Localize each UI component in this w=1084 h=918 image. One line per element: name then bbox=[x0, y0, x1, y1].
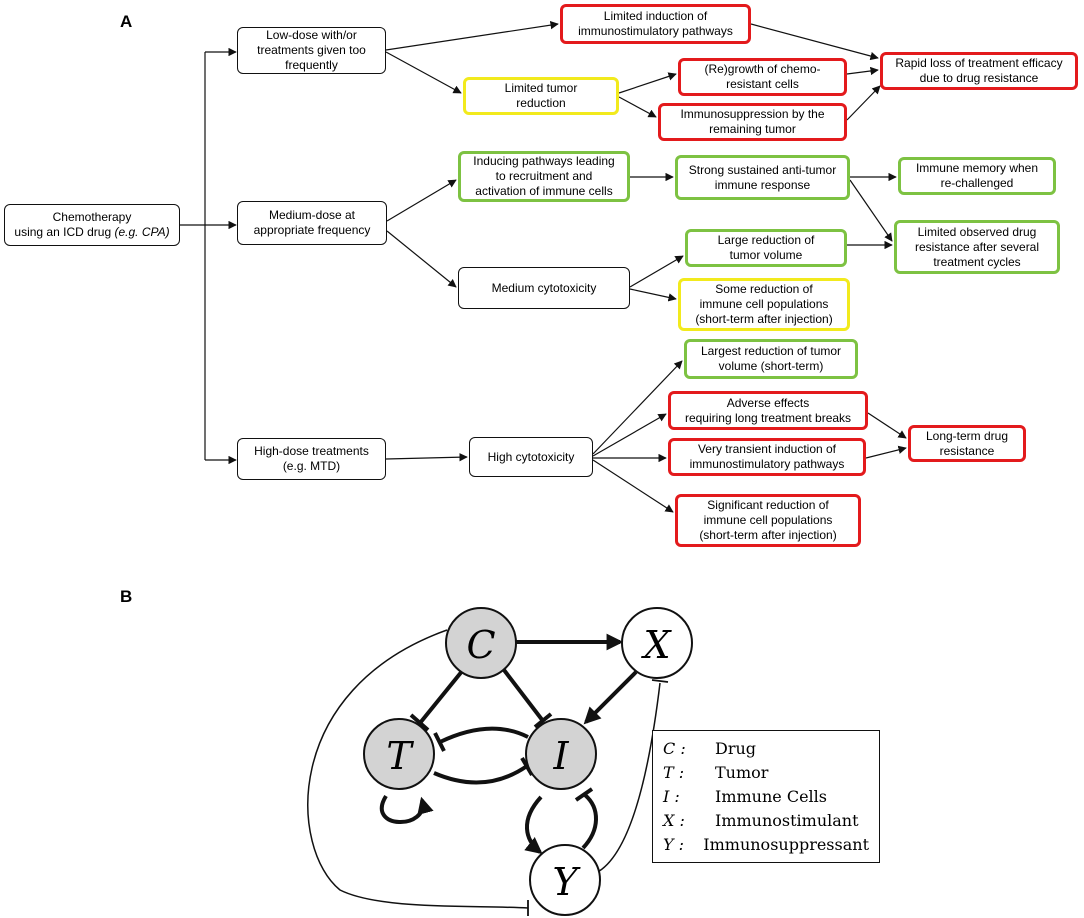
node-y bbox=[529, 844, 601, 916]
edge-strong-limited bbox=[849, 179, 893, 242]
medium-dose-box: Medium-dose at appropriate frequency bbox=[237, 201, 387, 245]
medium-cytotoxicity-box: Medium cytotoxicity bbox=[458, 267, 630, 309]
edge-c-inhibit-i bbox=[502, 668, 545, 723]
edge-c-inhibit-y bbox=[307, 629, 529, 909]
low-dose-box: Low-dose with/or treatments given too fr… bbox=[237, 27, 386, 74]
edge-medium-inducing bbox=[386, 179, 457, 222]
legend-row-tumor: T : Tumor bbox=[663, 761, 869, 785]
legend-symbol: Y : bbox=[663, 835, 685, 854]
edge-high-cytotox bbox=[385, 452, 468, 462]
largest-reduction-box: Largest reduction of tumor volume (short… bbox=[684, 339, 858, 379]
legend-text: Immune Cells bbox=[715, 787, 827, 806]
node-x bbox=[621, 607, 693, 679]
node-c-label: C bbox=[466, 623, 495, 667]
edge-cytotox-large bbox=[629, 255, 684, 288]
limited-induction-box: Limited induction of immunostimulatory p… bbox=[560, 4, 751, 44]
root-text: Chemotherapy using an ICD drug bbox=[14, 210, 132, 239]
legend-box: C : Drug T : Tumor I : Immune Cells X : … bbox=[652, 730, 880, 863]
edge-htox-adverse bbox=[592, 413, 667, 457]
node-t bbox=[363, 718, 435, 790]
edge-immunosupp-rapid bbox=[846, 85, 881, 121]
legend-symbol: C : bbox=[663, 739, 686, 758]
node-t-label: T bbox=[386, 734, 414, 778]
panel-b-label: B bbox=[120, 587, 133, 606]
edge-y-inhibit-x bbox=[595, 682, 661, 874]
edge-y-inhibit-i bbox=[581, 793, 598, 850]
limited-tumor-box: Limited tumor reduction bbox=[463, 77, 619, 115]
edge-i-y bbox=[524, 795, 543, 855]
immunosuppression-box: Immunosuppression by the remaining tumor bbox=[658, 103, 847, 141]
regrowth-box: (Re)growth of chemo- resistant cells bbox=[678, 58, 847, 96]
inducing-pathways-box: Inducing pathways leading to recruitment… bbox=[458, 151, 630, 202]
legend-row-immunosuppressant: Y : Immunosuppressant bbox=[663, 833, 869, 857]
adverse-effects-box: Adverse effects requiring long treatment… bbox=[668, 391, 868, 430]
edge-c-inhibit-t bbox=[418, 668, 465, 725]
edge-htox-largest bbox=[592, 360, 683, 455]
node-i bbox=[525, 718, 597, 790]
legend-row-drug: C : Drug bbox=[663, 737, 869, 761]
legend-text: Tumor bbox=[715, 763, 769, 782]
edge-htox-significant bbox=[592, 459, 674, 513]
legend-text: Immunostimulant bbox=[715, 811, 859, 830]
long-term-resistance-box: Long-term drug resistance bbox=[908, 425, 1026, 462]
edge-i-inhibit-t bbox=[439, 726, 529, 744]
edge-adverse-longterm bbox=[867, 412, 907, 439]
node-x-label: X bbox=[640, 623, 672, 667]
high-cytotoxicity-box: High cytotoxicity bbox=[469, 437, 593, 477]
edge-induction-rapid bbox=[750, 23, 879, 61]
edge-regrowth-rapid bbox=[846, 66, 879, 76]
edge-t-inhibit-i bbox=[433, 764, 529, 785]
node-i-label: I bbox=[552, 734, 569, 778]
legend-symbol: T : bbox=[663, 763, 685, 782]
edge-cytotox-some bbox=[629, 288, 677, 302]
root-chemotherapy-box: Chemotherapy using an ICD drug (e.g. CPA… bbox=[4, 204, 180, 246]
legend-text: Drug bbox=[715, 739, 757, 758]
edge-medium-cytotox bbox=[386, 230, 457, 288]
legend-row-immunostimulant: X : Immunostimulant bbox=[663, 809, 869, 833]
some-reduction-box: Some reduction of immune cell population… bbox=[678, 278, 850, 331]
edge-low-induction bbox=[385, 20, 559, 51]
edge-x-i bbox=[583, 670, 638, 725]
transient-induction-box: Very transient induction of immunostimul… bbox=[668, 438, 866, 476]
edge-tumor-immunosupp bbox=[618, 96, 657, 118]
legend-text: Immunosuppressant bbox=[703, 835, 869, 854]
legend-row-immune: I : Immune Cells bbox=[663, 785, 869, 809]
rapid-loss-box: Rapid loss of treatment efficacy due to … bbox=[880, 52, 1078, 90]
significant-reduction-box: Significant reduction of immune cell pop… bbox=[675, 494, 861, 547]
legend-symbol: I : bbox=[663, 787, 680, 806]
edge-tumor-regrowth bbox=[618, 72, 677, 94]
node-y-label: Y bbox=[552, 860, 581, 904]
root-italic-text: (e.g. CPA) bbox=[114, 225, 170, 239]
limited-resistance-box: Limited observed drug resistance after s… bbox=[894, 220, 1060, 274]
legend-symbol: X : bbox=[663, 811, 685, 830]
edge-low-tumor bbox=[385, 51, 462, 94]
edge-transient-longterm bbox=[865, 445, 907, 459]
edge-t-self bbox=[379, 794, 434, 824]
immune-memory-box: Immune memory when re-challenged bbox=[898, 157, 1056, 195]
strong-response-box: Strong sustained anti-tumor immune respo… bbox=[675, 155, 850, 200]
panel-a-label: A bbox=[120, 12, 133, 31]
large-reduction-box: Large reduction of tumor volume bbox=[685, 229, 847, 267]
node-c bbox=[445, 607, 517, 679]
high-dose-box: High-dose treatments (e.g. MTD) bbox=[237, 438, 386, 480]
